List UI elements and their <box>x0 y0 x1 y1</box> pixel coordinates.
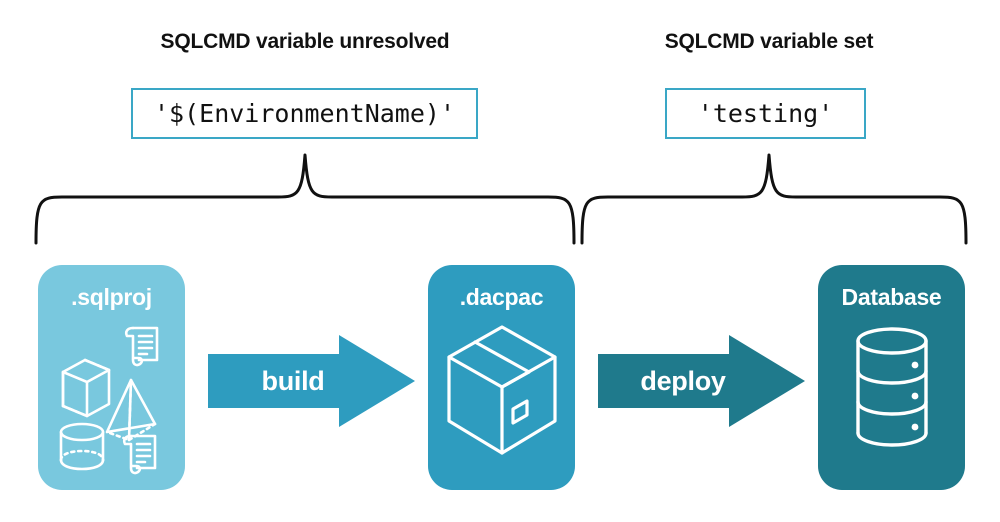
script-scroll-icon-bottom <box>122 434 156 475</box>
card-dacpac-label: .dacpac <box>459 284 544 310</box>
curly-brace-right <box>580 153 968 245</box>
package-box-icon <box>446 325 557 455</box>
script-scroll-icon-top <box>124 326 158 367</box>
arrow-build: build <box>208 335 415 427</box>
database-cylinder-icon <box>855 327 928 447</box>
section-title-unresolved: SQLCMD variable unresolved <box>160 30 450 53</box>
sql-project-objects-icon <box>59 326 158 475</box>
section-title-set: SQLCMD variable set <box>664 30 874 53</box>
arrow-build-shape <box>208 335 415 427</box>
code-value-box-unresolved: '$(EnvironmentName)' <box>131 88 478 139</box>
card-database-label: Database <box>841 284 942 310</box>
card-sqlproj[interactable]: .sqlproj <box>38 265 185 490</box>
arrow-build-label: build <box>261 365 325 396</box>
card-sqlproj-label: .sqlproj <box>71 284 152 310</box>
card-database[interactable]: Database <box>818 265 965 490</box>
arrow-deploy-label: deploy <box>640 365 726 396</box>
curly-brace-left <box>34 153 576 245</box>
arrow-deploy: deploy <box>598 335 805 427</box>
arrow-deploy-shape <box>598 335 805 427</box>
card-dacpac[interactable]: .dacpac <box>428 265 575 490</box>
code-value-box-set: 'testing' <box>665 88 866 139</box>
